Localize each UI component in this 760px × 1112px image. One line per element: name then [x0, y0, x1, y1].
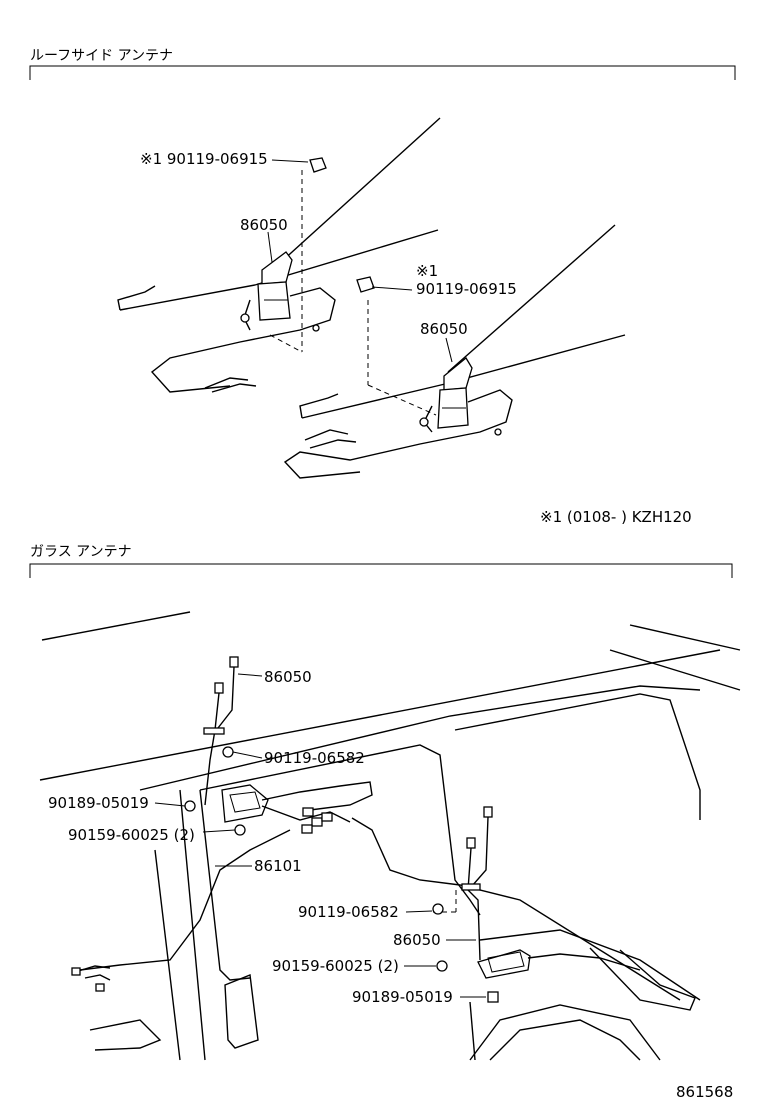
glass-antenna-amplifier-right — [432, 806, 641, 1003]
label-glass-screw-right: 90159-60025 (2) — [272, 957, 399, 975]
roof-section-bracket — [29, 65, 736, 80]
leader-antenna-1 — [267, 231, 273, 263]
figure-number: 861568 — [676, 1083, 733, 1101]
label-bolt-1: ※1 90119-06915 — [140, 150, 268, 168]
label-glass-screw-left: 90159-60025 (2) — [68, 826, 195, 844]
label-glass-antenna-top: 86050 — [264, 668, 312, 686]
label-antenna-1: 86050 — [240, 216, 288, 234]
label-glass-clip-right: 90189-05019 — [352, 988, 453, 1006]
glass-antenna-amplifier-left — [71, 656, 681, 1001]
label-bolt-2-mark: ※1 — [416, 262, 438, 280]
label-glass-cord: 86101 — [254, 857, 302, 875]
roof-antenna-assembly-1 — [117, 117, 441, 393]
label-glass-antenna-right: 86050 — [393, 931, 441, 949]
label-glass-bolt-right: 90119-06582 — [298, 903, 399, 921]
leader-antenna-2 — [445, 337, 453, 363]
roof-section-title: ルーフサイド アンテナ — [30, 48, 173, 64]
vehicle-rear-body — [39, 611, 741, 1061]
roof-applicability-note: ※1 (0108- ) KZH120 — [540, 508, 692, 526]
leader-glass-screw-left — [202, 829, 236, 833]
label-glass-clip-left: 90189-05019 — [48, 794, 149, 812]
leader-glass-bolt-top — [232, 751, 263, 759]
leader-glass-antenna-top — [237, 673, 263, 677]
leader-bolt-2 — [371, 286, 413, 291]
glass-section-bracket — [29, 563, 733, 578]
roof-antenna-assembly-2 — [283, 224, 626, 479]
label-bolt-2: 90119-06915 — [416, 280, 517, 298]
label-antenna-2: 86050 — [420, 320, 468, 338]
leader-bolt-1 — [271, 159, 309, 163]
glass-section-title: ガラス アンテナ — [30, 544, 132, 560]
leader-glass-clip-left — [154, 802, 186, 807]
leader-glass-bolt-right — [405, 910, 433, 913]
label-glass-bolt-top: 90119-06582 — [264, 749, 365, 767]
